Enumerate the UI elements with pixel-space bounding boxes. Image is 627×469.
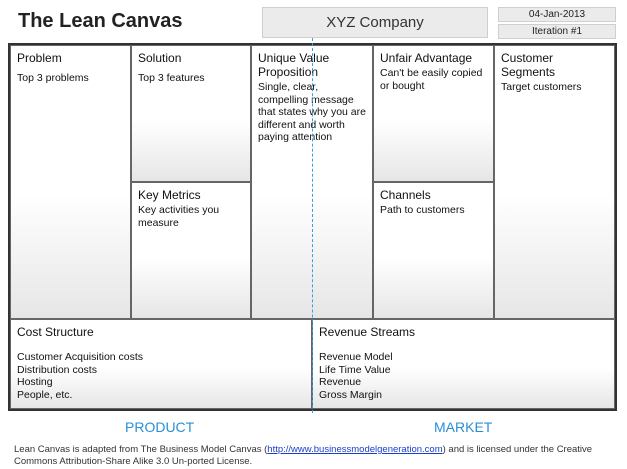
- key-metrics-block[interactable]: Key Metrics Key activities you measure: [131, 182, 251, 319]
- list-item: Customer Acquisition costs: [17, 351, 144, 363]
- cost-structure-block[interactable]: Cost Structure Customer Acquisition cost…: [10, 319, 312, 409]
- page-title: The Lean Canvas: [18, 10, 183, 32]
- list-item: Distribution costs: [17, 363, 97, 376]
- solution-block[interactable]: Solution Top 3 features: [131, 45, 251, 182]
- business-model-link[interactable]: http://www.businessmodelgeneration.com: [267, 444, 443, 455]
- unfair-advantage-text: Can't be easily copied or bought: [380, 67, 483, 92]
- market-label: MARKET: [434, 419, 493, 435]
- revenue-streams-list: Revenue Model Life Time Value Revenue Gr…: [313, 339, 614, 401]
- solution-text: Top 3 features: [138, 72, 205, 84]
- list-item: Hosting: [17, 376, 53, 388]
- date-field[interactable]: 04-Jan-2013: [498, 7, 616, 22]
- unfair-advantage-title: Unfair Advantage: [380, 51, 473, 65]
- problem-block[interactable]: Problem Top 3 problems: [10, 45, 131, 319]
- product-label: PRODUCT: [125, 419, 195, 435]
- list-item: Gross Margin: [319, 388, 383, 401]
- cost-structure-list: Customer Acquisition costs Distribution …: [11, 339, 311, 401]
- channels-title: Channels: [380, 188, 431, 202]
- customer-segments-block[interactable]: Customer Segments Target customers: [494, 45, 615, 319]
- uvp-title: Unique Value Proposition: [258, 51, 330, 79]
- company-name-field[interactable]: XYZ Company: [262, 7, 488, 38]
- key-metrics-text: Key activities you measure: [138, 204, 220, 229]
- key-metrics-title: Key Metrics: [138, 188, 201, 202]
- iteration-field[interactable]: Iteration #1: [498, 24, 616, 39]
- channels-block[interactable]: Channels Path to customers: [373, 182, 494, 319]
- unfair-advantage-block[interactable]: Unfair Advantage Can't be easily copied …: [373, 45, 494, 182]
- product-market-divider: [312, 38, 313, 413]
- cost-structure-title: Cost Structure: [17, 325, 94, 339]
- revenue-streams-title: Revenue Streams: [319, 325, 416, 339]
- list-item: People, etc.: [17, 388, 73, 401]
- footer-text-after: ) and is licensed under the Creative Com…: [14, 444, 593, 467]
- footer-text-before: Lean Canvas is adapted from The Business…: [14, 444, 268, 455]
- problem-text: Top 3 problems: [17, 72, 89, 84]
- solution-title: Solution: [138, 51, 182, 65]
- customer-segments-text: Target customers: [501, 81, 582, 93]
- list-item: Revenue: [319, 376, 362, 388]
- list-item: Life Time Value: [319, 363, 391, 376]
- license-footer: Lean Canvas is adapted from The Business…: [14, 444, 614, 467]
- customer-segments-title: Customer Segments: [501, 51, 556, 79]
- list-item: Revenue Model: [319, 351, 393, 363]
- revenue-streams-block[interactable]: Revenue Streams Revenue Model Life Time …: [312, 319, 615, 409]
- channels-text: Path to customers: [380, 204, 465, 216]
- problem-title: Problem: [17, 51, 62, 65]
- uvp-text: Single, clear, compelling message that s…: [258, 81, 366, 143]
